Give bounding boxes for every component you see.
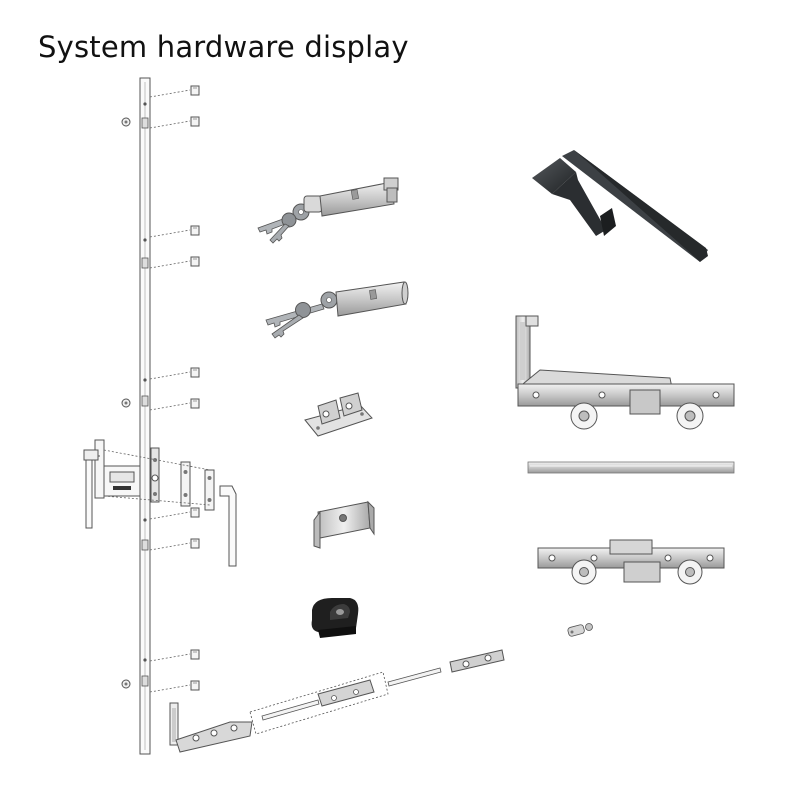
gearbox-leader-lines — [103, 449, 211, 506]
small-connector-icon — [567, 623, 593, 637]
corner-drive-icon — [169, 702, 253, 753]
page-title: System hardware display — [38, 30, 409, 64]
espagnolette-rod-icon — [139, 77, 151, 755]
keeper-blocks — [190, 85, 200, 691]
u-bracket-icon — [313, 500, 375, 549]
euro-cylinder-lock-icon — [265, 281, 409, 339]
keeper-block-icon — [149, 89, 191, 693]
end-roller-icon — [449, 649, 505, 673]
locking-pin-icon — [121, 117, 131, 689]
connecting-rod-icon — [527, 461, 735, 474]
dashed-assembly-box — [249, 671, 389, 735]
pull-handle-icon — [532, 150, 708, 262]
roller-carriage-icon — [537, 539, 725, 585]
thumbturn-cylinder-lock-icon — [257, 177, 399, 244]
gearbox-handle-icon — [83, 439, 237, 567]
connecting-bar-icon — [387, 667, 442, 687]
strike-plate-icon — [304, 392, 373, 437]
corner-roller-assembly-icon — [515, 315, 735, 430]
black-stopper-icon — [311, 598, 359, 638]
